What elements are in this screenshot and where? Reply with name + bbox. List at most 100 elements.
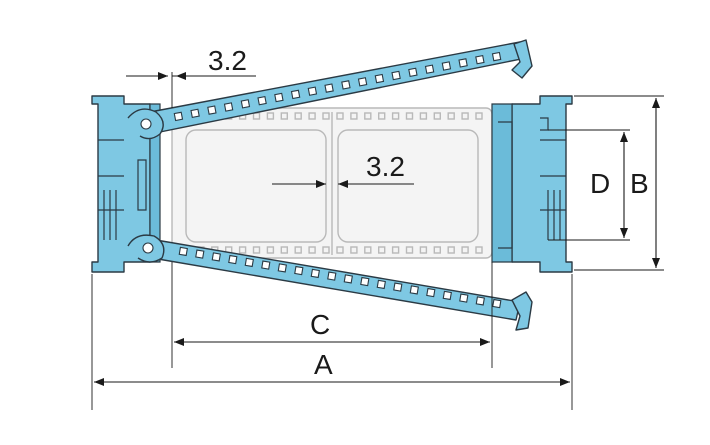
tooth [405,112,414,120]
tooth [266,112,275,120]
tooth [280,112,288,120]
tooth [409,285,419,295]
tooth [433,112,441,120]
tooth [374,73,385,84]
right-bracket-body [511,95,573,273]
left-bracket-ribs [98,139,124,211]
tooth [391,112,400,120]
dim-c-label: C [310,309,330,340]
dim-top-arrowhead-left [158,72,168,80]
tooth [290,89,301,100]
tooth [378,112,386,120]
left-end-bracket [91,95,161,273]
tooth [475,296,485,306]
tooth [475,112,483,120]
tooth [491,51,502,62]
tooth [461,246,469,254]
tooth [190,108,200,119]
tooth [391,70,401,81]
right-bracket-ribs [540,139,566,211]
upper-bar-hook [511,39,533,79]
dim-b-arrowhead-bottom [652,258,660,268]
tooth [252,246,261,254]
dim-b: B [574,95,664,271]
tooth [308,112,316,120]
dim-a: A [91,274,573,410]
tooth [447,112,455,120]
tooth [257,95,267,106]
tooth [433,246,441,254]
ghost-closed-frame [171,107,493,259]
tooth [277,263,287,273]
tooth [391,246,400,254]
dim-a-label: A [314,349,333,380]
tooth [393,282,403,292]
tooth [324,83,334,93]
tooth [492,298,502,309]
tooth [405,246,414,254]
tooth [461,112,469,120]
left-bracket-slot [137,159,147,211]
tooth [475,54,485,65]
tooth [350,246,358,254]
tooth [322,112,330,120]
right-bracket-latch [540,117,549,131]
dim-center-arrowhead-left [316,180,326,188]
ghost-left-window [185,129,327,243]
tooth [294,265,304,276]
tooth [238,246,247,254]
tooth [274,92,284,103]
tooth [360,276,370,287]
dim-d-arrowhead-bottom [620,228,628,238]
tooth [447,246,455,254]
dim-d: D [548,129,630,241]
dim-center-arrowhead-right [338,180,348,188]
tooth [178,246,188,257]
tooth [408,67,418,78]
tooth [475,246,483,254]
tooth [307,86,318,96]
dim-center-label: 3.2 [366,151,405,182]
tooth [357,77,368,87]
tooth [459,293,469,303]
tooth [442,290,452,301]
tooth [207,105,217,115]
lower-bar-hook [511,291,533,331]
tooth [310,268,320,279]
lower-hinge-pin [142,242,154,254]
tooth [458,58,468,68]
tooth [364,112,372,120]
ghost-right-window [337,129,479,243]
lower-bar-teeth [178,246,502,309]
tooth [336,112,344,120]
dim-d-arrowhead-top [620,132,628,142]
tooth [322,246,330,254]
tooth [376,279,386,290]
tooth [244,257,254,268]
dim-center-3-2: 3.2 [272,151,414,188]
dim-c-arrowhead-left [174,338,184,346]
right-bracket-rail [491,103,513,263]
tooth [195,249,205,259]
dim-a-arrowhead-right [560,378,570,386]
dim-top-label: 3.2 [208,45,247,76]
tooth [364,246,372,254]
dim-d-label: D [590,168,610,199]
tooth [228,254,238,265]
tooth [343,274,353,284]
tooth [294,112,302,120]
tooth [308,246,316,254]
tooth [419,112,428,120]
tooth [426,287,436,298]
tooth [266,246,275,254]
tooth [240,99,251,109]
left-bracket-rail [149,103,161,263]
tooth [294,246,302,254]
tooth [223,102,234,112]
tooth [424,64,435,74]
tooth [350,112,358,120]
tooth [211,252,221,262]
tooth [378,246,386,254]
